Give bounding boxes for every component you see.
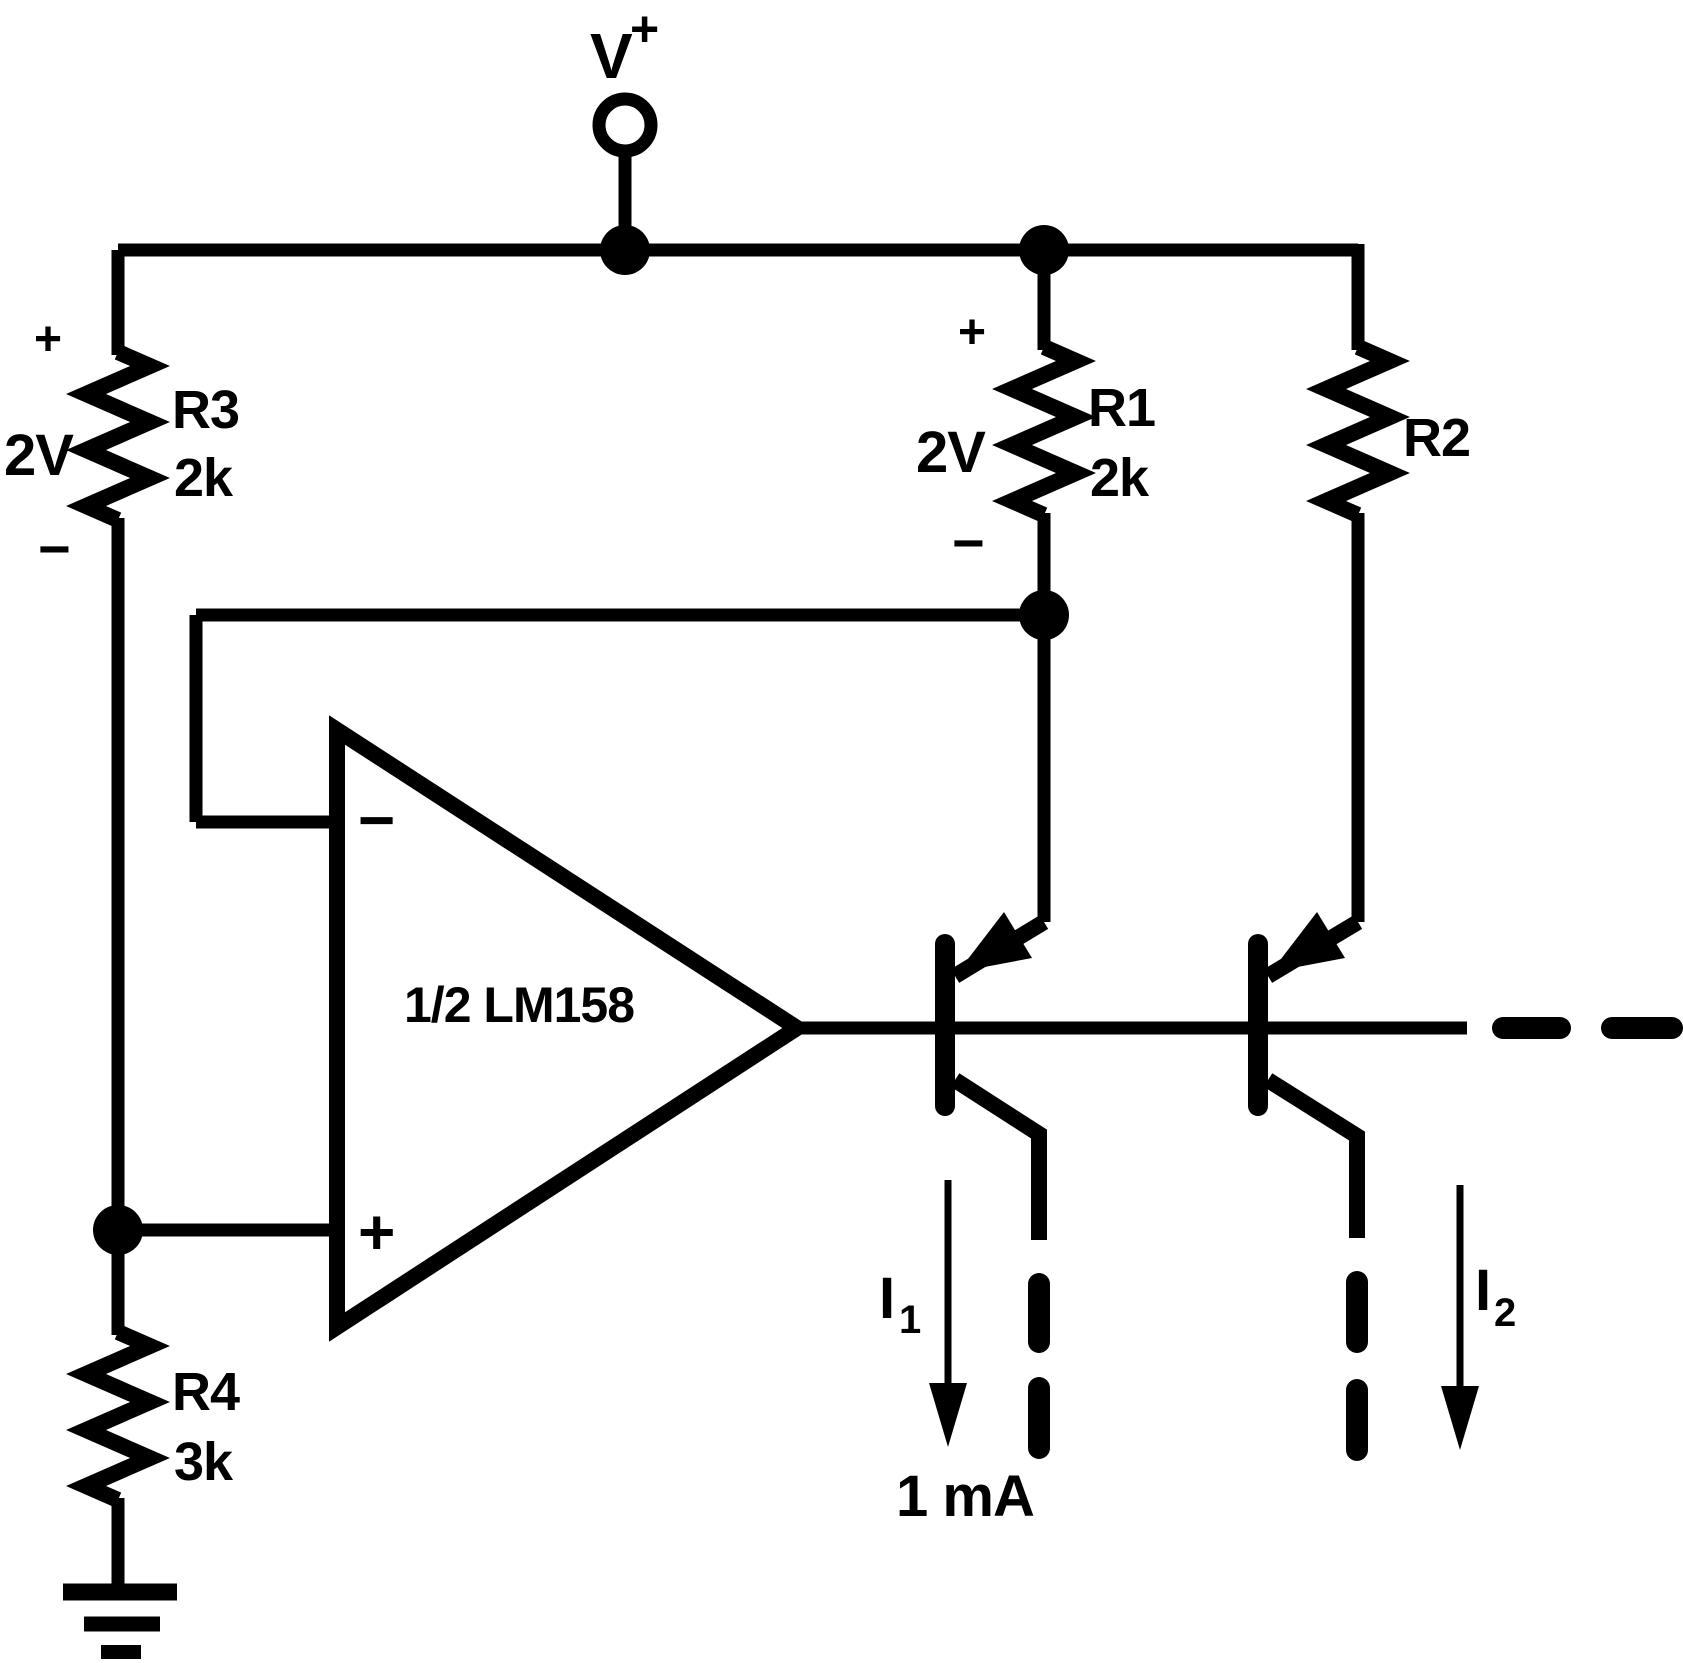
- vplus-terminal-icon: [592, 92, 658, 158]
- power-rail: V +: [118, 1, 1358, 275]
- opamp: − + 1/2 LM158: [329, 715, 1467, 1342]
- transistor-q2: [1248, 912, 1368, 1461]
- junction-dot: [600, 225, 650, 275]
- current-arrow-i2: I 2: [1441, 1185, 1516, 1450]
- r1-value-label: 2k: [1090, 448, 1150, 508]
- r2-resistor-icon: [1306, 339, 1410, 523]
- resistor-r3: + 2V − R3 2k: [4, 250, 240, 1335]
- q1-collector-wire: [950, 1073, 1047, 1240]
- r1-polarity-minus: −: [952, 511, 984, 574]
- r3-resistor-icon: [66, 344, 170, 528]
- i2-arrowhead-icon: [1441, 1386, 1479, 1450]
- resistor-r2: R2: [1306, 244, 1471, 922]
- opamp-noninverting-sign: +: [358, 1196, 394, 1268]
- transistor-q1: [935, 912, 1050, 1459]
- resistor-r4: R4 3k: [66, 1324, 241, 1592]
- vplus-label: V: [590, 20, 633, 92]
- r2-name-label: R2: [1403, 408, 1470, 468]
- r1-polarity-plus: +: [958, 306, 985, 359]
- opamp-label: 1/2 LM158: [404, 977, 634, 1033]
- i1-value-label: 1 mA: [896, 1464, 1034, 1529]
- i1-subscript: 1: [899, 1298, 921, 1342]
- r1-name-label: R1: [1088, 378, 1155, 438]
- r3-name-label: R3: [172, 380, 239, 440]
- r4-name-label: R4: [172, 1362, 240, 1422]
- q2-emitter-arrow-icon: [1271, 912, 1345, 972]
- i2-subscript: 2: [1494, 1291, 1515, 1335]
- i1-arrowhead-icon: [929, 1383, 967, 1447]
- vplus-superscript: +: [630, 1, 658, 57]
- r3-polarity-plus: +: [34, 313, 61, 366]
- opamp-triangle-icon: [329, 715, 812, 1342]
- r1-resistor-icon: [992, 339, 1096, 523]
- r1-voltage-label: 2V: [916, 420, 986, 485]
- r4-value-label: 3k: [174, 1432, 234, 1492]
- resistor-r1: + 2V − R1 2k: [916, 250, 1156, 922]
- r3-value-label: 2k: [174, 448, 234, 508]
- r3-voltage-label: 2V: [4, 423, 74, 488]
- junction-dot: [93, 1205, 143, 1255]
- ground-symbol: [63, 1583, 177, 1659]
- feedback-wires: [93, 608, 1044, 1255]
- q2-collector-wire: [1263, 1073, 1365, 1238]
- q1-emitter-arrow-icon: [958, 912, 1032, 972]
- r4-resistor-icon: [66, 1324, 170, 1508]
- i1-label: I: [879, 1266, 894, 1331]
- opamp-inverting-sign: −: [358, 784, 394, 856]
- current-arrow-i1: I 1 1 mA: [879, 1180, 1035, 1529]
- r3-polarity-minus: −: [38, 517, 70, 580]
- i2-label: I: [1475, 1258, 1490, 1323]
